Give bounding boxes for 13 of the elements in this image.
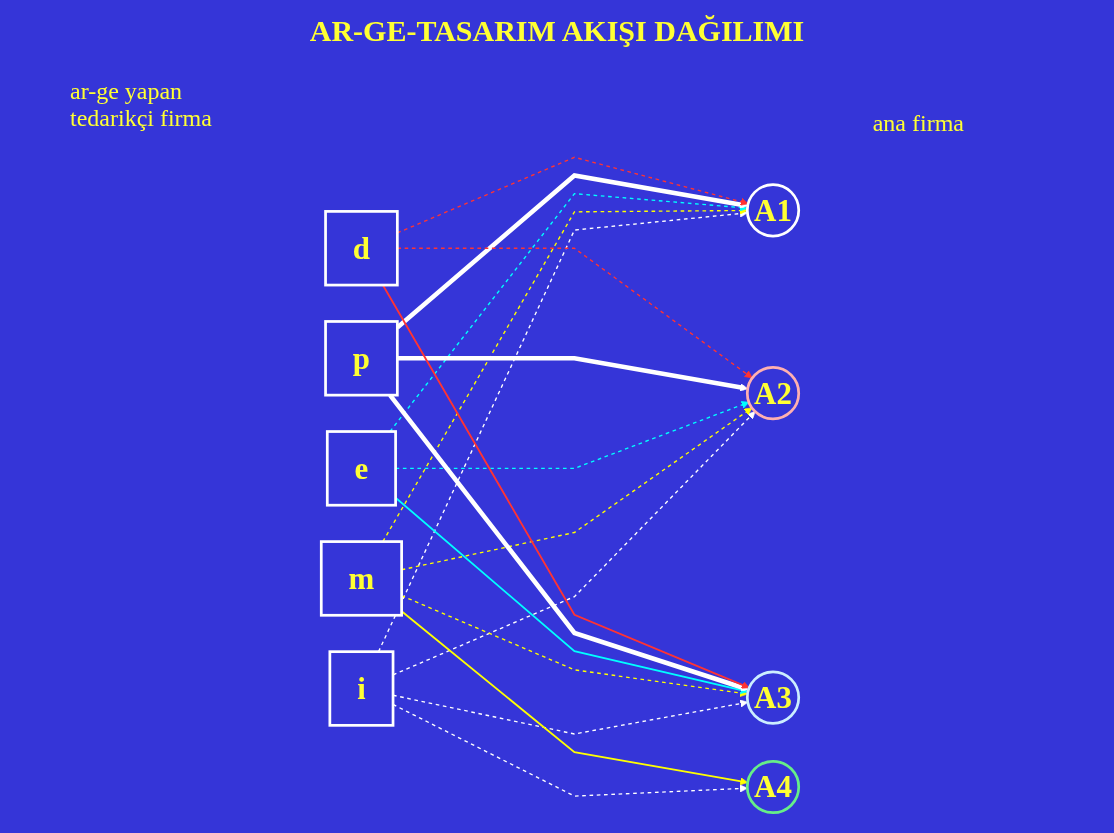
column-label: ar-ge yapan tedarikçi firma [70, 78, 213, 132]
node-box: d [324, 210, 399, 287]
node-circle: A3 [745, 670, 801, 725]
node-box: i [328, 650, 395, 727]
node-box: e [325, 430, 397, 507]
node-circle: A4 [745, 759, 801, 815]
column-label: ana firma [872, 110, 964, 137]
node-circle: A1 [745, 183, 801, 238]
arrow [397, 356, 749, 392]
node-box: m [319, 540, 403, 617]
diagram-title: AR-GE-TASARIM AKIŞI DAĞILIMI [308, 14, 806, 48]
node-circle: A2 [745, 366, 801, 421]
node-box: p [324, 320, 399, 397]
